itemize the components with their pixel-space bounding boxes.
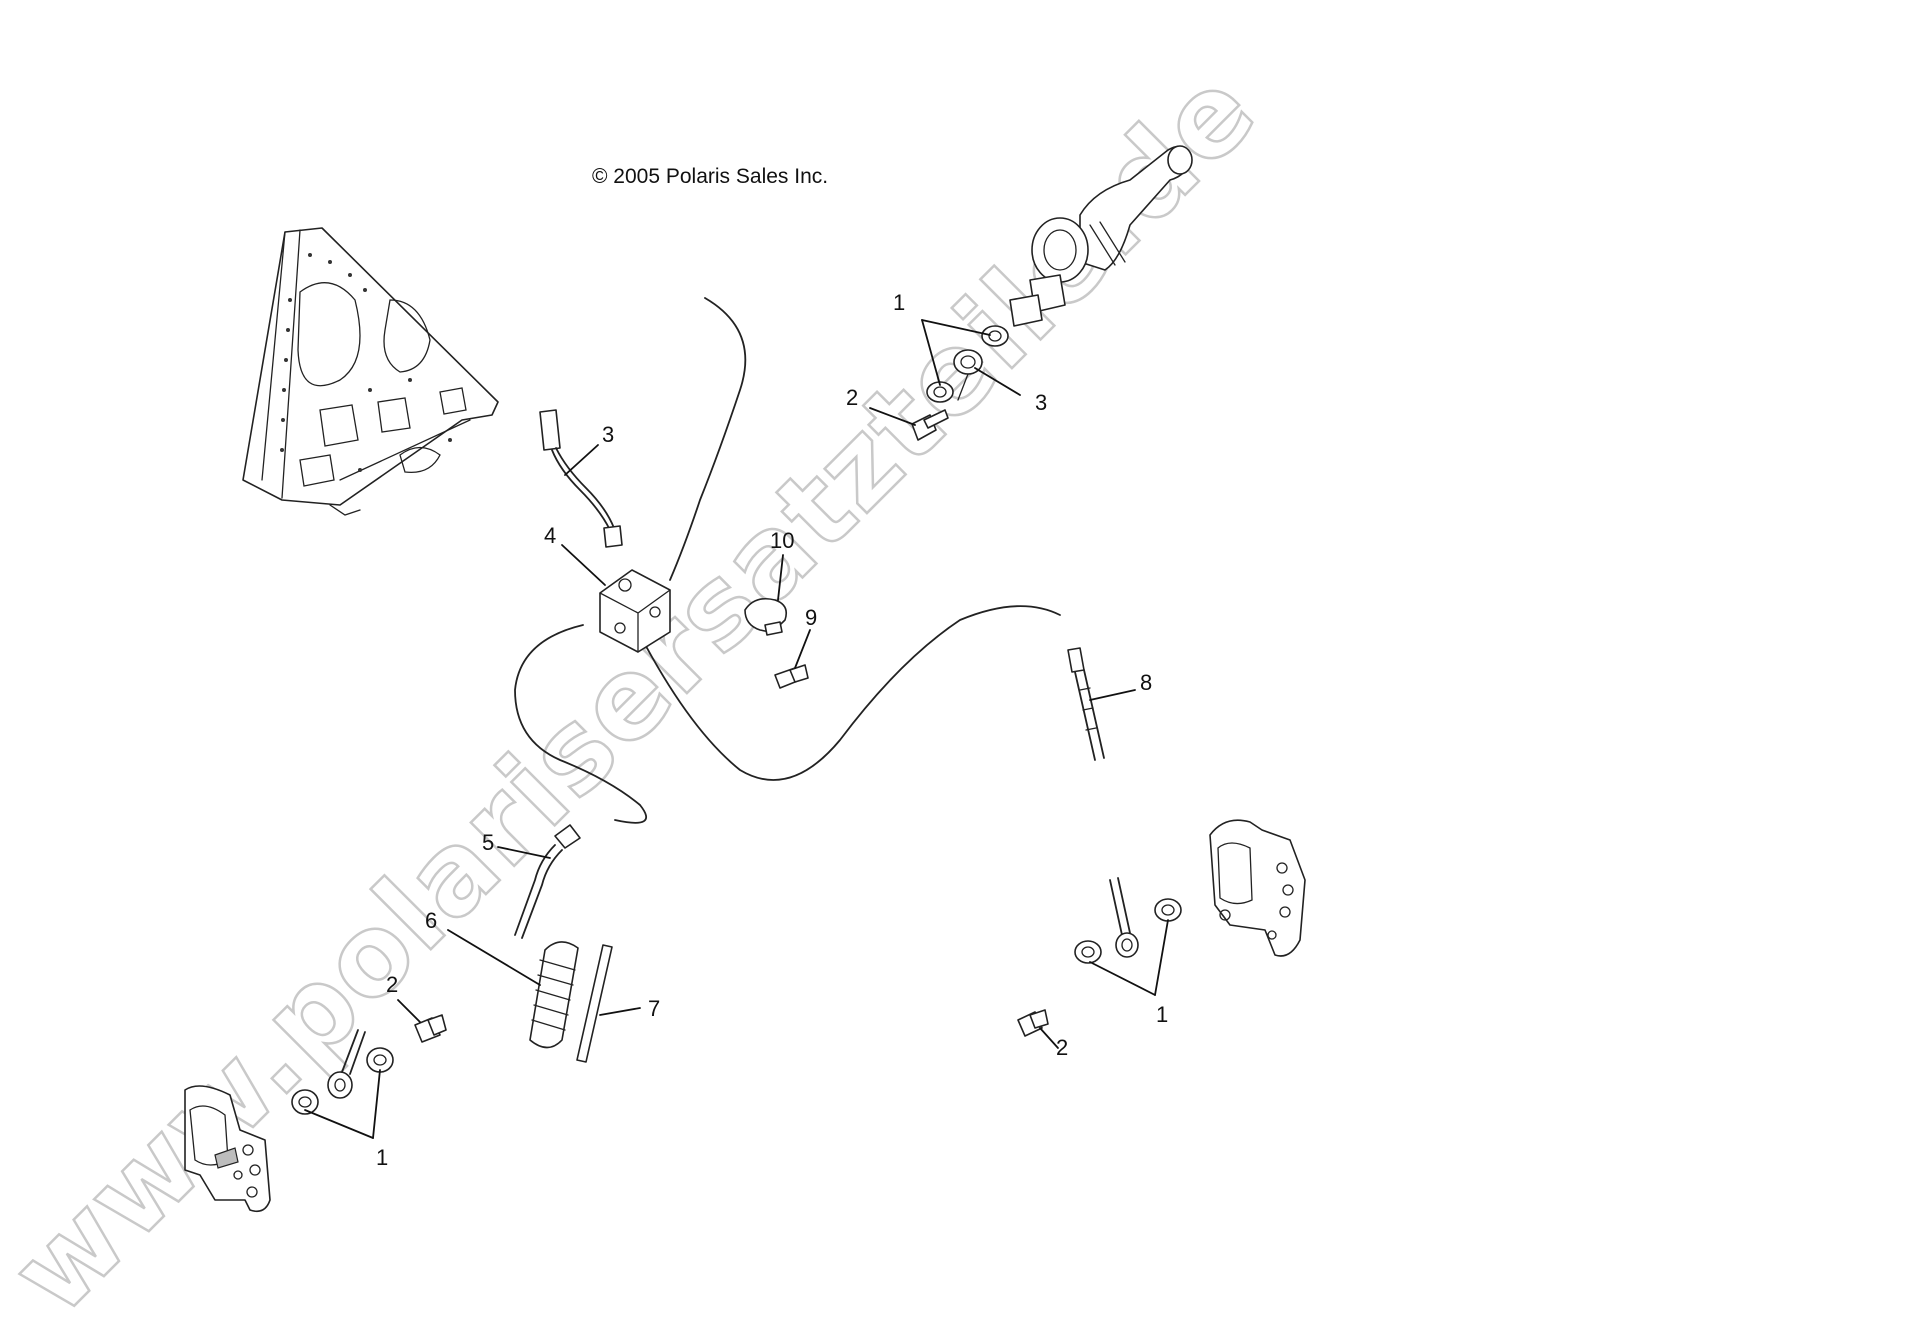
callout-9: 9 (805, 605, 817, 630)
banjo-bolt-2a (911, 409, 949, 441)
callout-3-line: 3 (602, 422, 614, 447)
brake-line-upper-curve (669, 297, 747, 581)
callout-3-top: 3 (1035, 390, 1047, 415)
brake-caliper-right (1209, 819, 1306, 957)
spring-6 (529, 941, 579, 1049)
washer-1e (1074, 940, 1102, 964)
brake-bulkhead-panel (242, 227, 499, 516)
fitting-10 (744, 597, 788, 636)
banjo-bolt-2c (1017, 1009, 1049, 1037)
washer-1c (366, 1047, 394, 1073)
washer-1d (291, 1089, 319, 1115)
callout-7: 7 (648, 996, 660, 1021)
washer-1a (981, 325, 1009, 347)
banjo-bolt-2b (414, 1014, 447, 1043)
brake-line-3 (539, 409, 623, 548)
callout-10: 10 (770, 528, 794, 553)
banjo-fitting-lower-left (327, 1029, 366, 1099)
callout-5: 5 (482, 830, 494, 855)
callout-8: 8 (1140, 670, 1152, 695)
callout-4: 4 (544, 523, 556, 548)
bolt-9 (774, 664, 809, 689)
leader-lines (304, 319, 1169, 1139)
callout-2-right: 2 (1056, 1035, 1068, 1060)
brake-line-right-curve (639, 605, 1061, 781)
brake-hose-8 (1067, 647, 1105, 761)
callout-6: 6 (425, 908, 437, 933)
brake-distribution-block (599, 569, 671, 653)
callout-1-right: 1 (1156, 1002, 1168, 1027)
washer-1f (1154, 898, 1182, 922)
callout-1-top: 1 (893, 290, 905, 315)
callout-1-left: 1 (376, 1145, 388, 1170)
callout-2-left: 2 (386, 972, 398, 997)
brake-line-left-curve (514, 624, 647, 824)
brake-hose-lower-right (1109, 877, 1139, 958)
pin-7 (576, 944, 613, 1063)
callout-2-top: 2 (846, 385, 858, 410)
brake-caliper-left (184, 1085, 271, 1213)
brake-line-5 (514, 824, 581, 939)
brake-lever-assembly (1009, 145, 1193, 327)
copyright-notice: © 2005 Polaris Sales Inc. (592, 165, 828, 188)
